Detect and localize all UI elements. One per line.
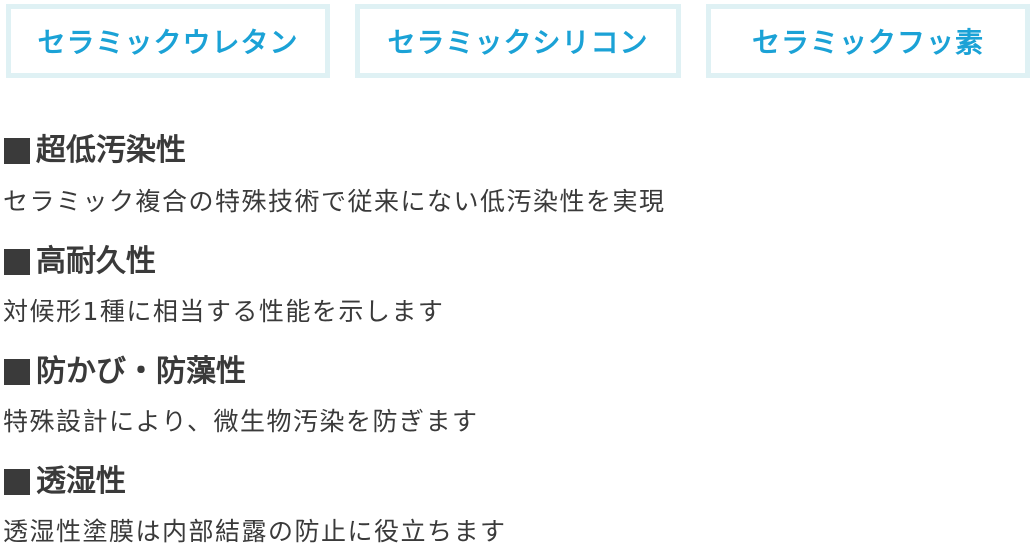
feature-description: 対候形1種に相当する性能を示します [3,297,445,326]
tab-ceramic-silicone[interactable]: セラミックシリコン [355,4,681,78]
tab-ceramic-fluorine[interactable]: セラミックフッ素 [706,4,1030,78]
feature-description: セラミック複合の特殊技術で従来にない低汚染性を実現 [3,187,666,216]
feature-title: 透湿性 [36,464,126,499]
square-bullet-icon [4,359,30,385]
tab-label: セラミックフッ素 [751,26,984,59]
feature-title: 防かび・防藻性 [36,354,246,389]
feature-heading-anti-mold: 防かび・防藻性 [3,351,246,393]
square-bullet-icon [4,138,30,164]
tab-ceramic-urethane[interactable]: セラミックウレタン [6,4,330,78]
feature-description: 特殊設計により、微生物汚染を防ぎます [3,407,479,436]
feature-heading-high-durability: 高耐久性 [3,241,156,283]
feature-title: 超低汚染性 [36,133,186,168]
feature-heading-low-contamination: 超低汚染性 [3,130,186,172]
square-bullet-icon [4,249,30,275]
square-bullet-icon [4,469,30,495]
tab-label: セラミックシリコン [387,26,649,59]
feature-title: 高耐久性 [36,244,156,279]
feature-description: 透湿性塗膜は内部結露の防止に役立ちます [3,517,507,546]
feature-heading-moisture-permeability: 透湿性 [3,461,126,503]
tab-label: セラミックウレタン [37,26,299,59]
product-tabs: セラミックウレタン セラミックシリコン セラミックフッ素 [6,4,1030,78]
